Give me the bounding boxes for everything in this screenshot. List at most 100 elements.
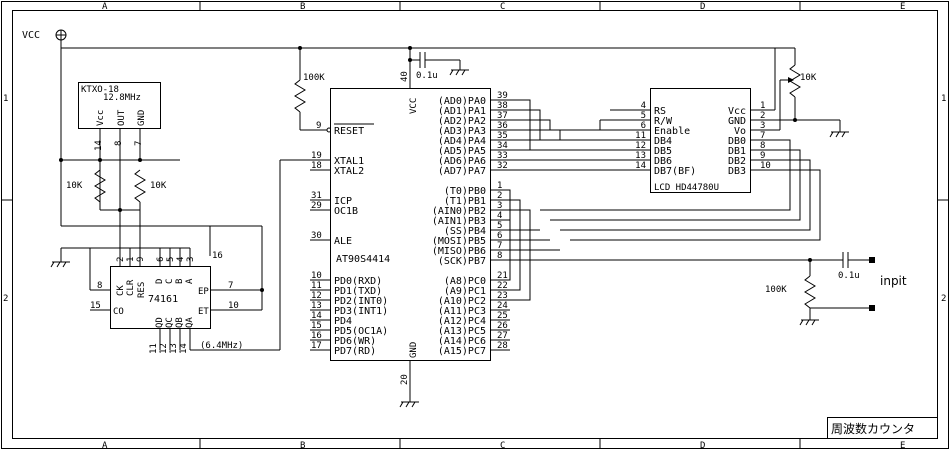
- counter-pin-num: 10: [228, 301, 239, 311]
- capacitor-value: 0.1u: [416, 71, 438, 81]
- mcu-pin-label: OC1B: [334, 206, 358, 217]
- osc-part: KTXO-18: [81, 85, 119, 95]
- mcu-pin-label: (AD5)PA5: [438, 146, 486, 157]
- mcu-pin-label: RESET: [334, 126, 364, 137]
- mcu-pin-num: 32: [497, 161, 508, 171]
- counter-pin-label: QA: [185, 317, 195, 328]
- frame-col-label: B: [300, 441, 305, 450]
- mcu-pin-label: (T1)PB1: [444, 196, 486, 207]
- counter-pin-label: QD: [155, 317, 165, 328]
- counter-pin-label: EP: [198, 287, 209, 297]
- lcd-pin-num: 8: [760, 141, 765, 151]
- counter-pin-label: QC: [165, 317, 175, 328]
- mcu-pin-num: 3: [497, 201, 502, 211]
- mcu-pin-num: 23: [497, 291, 508, 301]
- mcu-pin-label: (A13)PC5: [438, 326, 486, 337]
- resistor-mid: 10K: [134, 169, 167, 210]
- counter-pin-label: ET: [198, 307, 209, 317]
- osc-pin-num: 8: [114, 141, 124, 146]
- mcu-pin-num: 27: [497, 331, 508, 341]
- osc-pin-num: 7: [134, 141, 144, 146]
- mcu-pin-num: 12: [311, 291, 322, 301]
- lcd-pin-label: DB5: [654, 146, 672, 157]
- mcu-pin-num: 33: [497, 151, 508, 161]
- ground-icon: [50, 247, 190, 268]
- lcd-pin-label: GND: [728, 116, 746, 127]
- mcu-pin-label: GND: [409, 342, 419, 358]
- mcu-lcd-wiring: [490, 99, 830, 301]
- lcd-pin-label: DB2: [728, 156, 746, 167]
- mcu-pin-label: VCC: [409, 98, 419, 114]
- mcu-pin-num: 28: [497, 341, 508, 351]
- left-vcc-net: [59, 158, 211, 256]
- lcd-pin-num: 6: [641, 121, 646, 131]
- lcd-pin-num: 4: [641, 101, 646, 111]
- mcu-pin-label: (A10)PC2: [438, 296, 486, 307]
- counter-pin-label: QB: [175, 317, 185, 328]
- frame-col-label: D: [700, 441, 705, 450]
- lcd-pin-num: 11: [635, 131, 646, 141]
- mcu-pin-label: PD0(RXD): [334, 276, 382, 287]
- mcu-pin-num: 6: [497, 231, 502, 241]
- frame-col-label: D: [700, 2, 705, 12]
- lcd-pin-label: DB3: [728, 166, 746, 177]
- lcd-pin-num: 1: [760, 101, 765, 111]
- resistor-value: 100K: [765, 285, 787, 295]
- title-text: 周波数カウンタ: [831, 421, 915, 436]
- lcd-pin-label: Vcc: [728, 106, 746, 117]
- counter-pin-num: 8: [97, 281, 102, 291]
- lcd-pin-num: 14: [635, 161, 646, 171]
- lcd-pin-num: 5: [641, 111, 646, 121]
- lcd-pin-label: Enable: [654, 126, 690, 137]
- mcu-pin-label: PD3(INT1): [334, 306, 388, 317]
- counter-pin-num: 6: [156, 257, 166, 262]
- mcu-pin-label: XTAL1: [334, 156, 364, 167]
- counter-pin-num: 2: [116, 257, 126, 262]
- counter-pin-num: 11: [149, 343, 159, 354]
- mcu-pin-label: PD1(TXD): [334, 286, 382, 297]
- mcu-pin-num: 31: [311, 191, 322, 201]
- mcu-pin-label: (A15)PC7: [438, 346, 486, 357]
- resistor-value: 10K: [800, 73, 817, 83]
- counter-pin-num: 16: [212, 251, 223, 261]
- counter-pin-num: 7: [228, 281, 233, 291]
- mcu-pin-label: (A9)PC1: [444, 286, 486, 297]
- osc-pin-label: GND: [137, 110, 147, 126]
- mcu-pin-label: XTAL2: [334, 166, 364, 177]
- mcu-pin-num: 40: [400, 71, 410, 82]
- resistor-value: 10K: [150, 181, 167, 191]
- mcu-pin-num: 11: [311, 281, 322, 291]
- input-ground-terminal-icon[interactable]: [869, 305, 875, 311]
- mcu-pin-num: 19: [311, 151, 322, 161]
- mcu-pin-label: (SCK)PB7: [438, 256, 486, 267]
- counter-pin-num: 13: [169, 343, 179, 354]
- frame-row-label: 1: [3, 94, 8, 104]
- mcu-pin-num: 18: [311, 161, 322, 171]
- vcc-label: VCC: [22, 30, 40, 41]
- lcd-pin-label: R/W: [654, 116, 673, 127]
- mcu-pin-label: (AD6)PA6: [438, 156, 486, 167]
- title-block: [827, 417, 938, 439]
- mcu-pin-num: 39: [497, 91, 508, 101]
- frame-row-label: 2: [941, 294, 946, 304]
- vcc-rail: VCC: [22, 29, 776, 160]
- mcu-pin-label: PD7(RD): [334, 346, 376, 357]
- counter-pin-num: 14: [179, 343, 189, 354]
- input-terminal-icon[interactable]: [869, 257, 875, 263]
- mcu-pin-label: (AD2)PA2: [438, 116, 486, 127]
- counter-pin-label: CO: [113, 307, 124, 317]
- frame-row-label: 1: [941, 94, 946, 104]
- lcd-pin-label: DB4: [654, 136, 672, 147]
- osc-pin-num: 14: [94, 140, 104, 151]
- lcd-pin-label: DB6: [654, 156, 672, 167]
- mcu-at90s4414: AT90S4414 40 VCC 20 GND 9 RESET: [316, 46, 491, 408]
- mcu-pin-label: PD5(OC1A): [334, 326, 388, 337]
- counter-pin-num: 9: [136, 257, 146, 262]
- resistor-left: 10K: [66, 169, 140, 212]
- frame-col-label: A: [102, 2, 108, 12]
- reset-resistor: 100K: [294, 46, 332, 133]
- mcu-pin-num: 5: [497, 221, 502, 231]
